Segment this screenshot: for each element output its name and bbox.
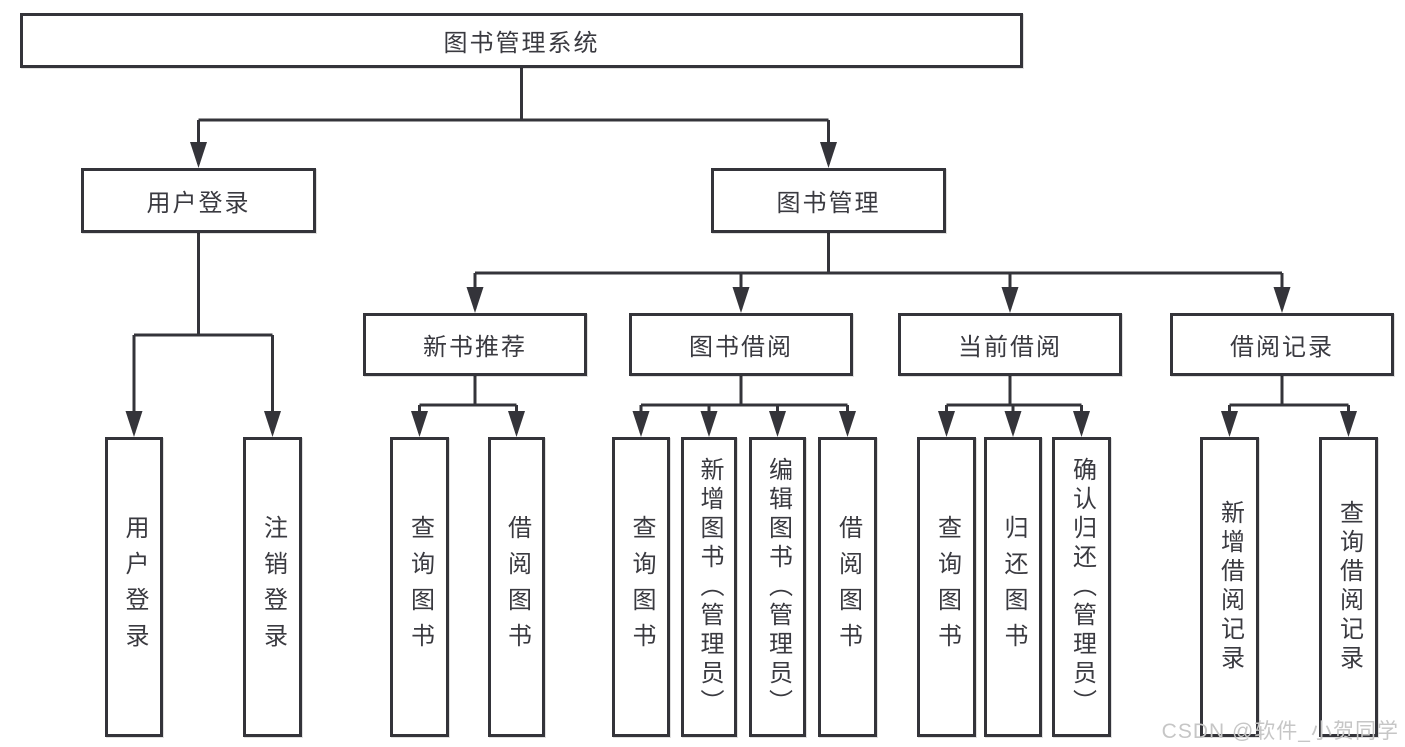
- node-label: 借阅图书: [834, 515, 862, 659]
- connector-root-to-level2: [197, 68, 830, 164]
- node-label: 新增图书（管理员）: [696, 456, 723, 718]
- node-label: 当前借阅: [958, 334, 1062, 361]
- node-label: 新增借阅记录: [1216, 500, 1244, 674]
- node-label: 新书推荐: [423, 334, 527, 361]
- node-label: 注销登录: [259, 515, 287, 659]
- node-label: 图书管理: [776, 190, 881, 217]
- leaf-borrow-books-recommend: 借阅图书: [488, 437, 545, 737]
- leaf-query-borrow-record: 查询借阅记录: [1319, 437, 1378, 737]
- leaf-user-login: 用户登录: [105, 437, 163, 737]
- arrow-down-icon: [1340, 411, 1357, 437]
- node-label: 借阅图书: [503, 515, 531, 659]
- arrow-down-icon: [839, 411, 856, 437]
- arrow-down-icon: [466, 287, 484, 313]
- connector-book-management-to-level3: [473, 233, 1284, 309]
- leaf-query-books-recommend: 查询图书: [390, 437, 449, 737]
- arrow-down-icon: [938, 411, 955, 437]
- leaf-return-books: 归还图书: [984, 437, 1042, 737]
- arrow-down-icon: [632, 411, 650, 437]
- leaf-edit-books-admin: 编辑图书（管理员）: [749, 437, 806, 737]
- arrowheads: [125, 142, 1357, 437]
- node-label: 查询图书: [628, 515, 655, 659]
- node-book-borrowing: 图书借阅: [629, 313, 853, 376]
- node-label: 查询图书: [933, 515, 961, 659]
- leaf-add-borrow-record: 新增借阅记录: [1200, 437, 1259, 737]
- node-label: 查询借阅记录: [1335, 500, 1363, 674]
- arrow-down-icon: [1073, 411, 1090, 437]
- node-label: 确认归还（管理员）: [1068, 456, 1096, 718]
- connector-book-borrow-to-leaves: [639, 376, 849, 433]
- arrow-down-icon: [411, 411, 428, 437]
- arrow-down-icon: [1273, 287, 1291, 313]
- leaf-borrow-books: 借阅图书: [818, 437, 877, 737]
- arrow-down-icon: [125, 411, 143, 437]
- node-label: 编辑图书（管理员）: [764, 456, 792, 718]
- leaf-logout: 注销登录: [243, 437, 302, 737]
- arrow-down-icon: [190, 142, 207, 168]
- node-label: 用户登录: [121, 515, 148, 659]
- leaf-confirm-return-admin: 确认归还（管理员）: [1052, 437, 1111, 737]
- node-user-login: 用户登录: [81, 168, 316, 233]
- node-label: 用户登录: [146, 190, 251, 217]
- node-borrowing-records: 借阅记录: [1170, 313, 1394, 376]
- arrow-down-icon: [732, 287, 750, 313]
- node-label: 查询图书: [406, 515, 434, 659]
- node-book-management: 图书管理: [711, 168, 946, 233]
- arrow-down-icon: [820, 142, 837, 168]
- arrow-down-icon: [1001, 287, 1019, 313]
- arrow-down-icon: [700, 411, 718, 437]
- csdn-watermark: CSDN @软件_小贺同学: [1161, 720, 1399, 743]
- node-label: 图书借阅: [689, 334, 793, 361]
- leaf-add-books-admin: 新增图书（管理员）: [681, 437, 737, 737]
- node-label: 图书管理系统: [443, 30, 600, 57]
- arrow-down-icon: [264, 411, 281, 437]
- leaf-query-books-current: 查询图书: [917, 437, 976, 737]
- leaf-query-books-borrowing: 查询图书: [612, 437, 670, 737]
- connector-new-book-to-leaves: [418, 376, 518, 433]
- arrow-down-icon: [769, 411, 786, 437]
- connector-borrow-records-to-leaves: [1228, 376, 1350, 433]
- node-label: 借阅记录: [1230, 334, 1334, 361]
- node-library-management-system: 图书管理系统: [20, 13, 1023, 68]
- node-label: 归还图书: [1000, 515, 1027, 659]
- node-new-book-recommendation: 新书推荐: [363, 313, 587, 376]
- arrow-down-icon: [508, 411, 525, 437]
- node-current-borrowing: 当前借阅: [898, 313, 1122, 376]
- arrow-down-icon: [1004, 411, 1022, 437]
- connector-user-login-to-leaves: [132, 233, 274, 433]
- arrow-down-icon: [1221, 411, 1238, 437]
